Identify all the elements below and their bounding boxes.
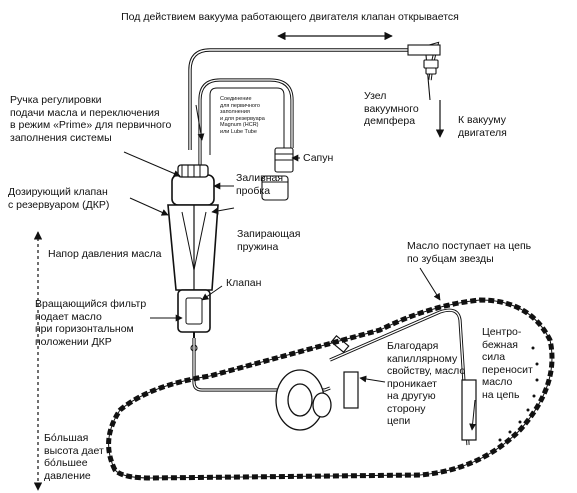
dosing-valve-body	[167, 164, 219, 352]
breather-label: Сапун	[303, 152, 334, 164]
centrifugal-label: Центро- бежная сила переносит масло на ц…	[482, 326, 533, 401]
dosing-valve-label: Дозирующий клапан с резервуаром (ДКР)	[8, 186, 110, 211]
knob-label: Ручка регулировки подачи масла и переклю…	[10, 94, 172, 144]
height-label: Бо́льшая высота дает бо́льшее давление	[44, 432, 104, 482]
reservoir-note: Соединение для первичного заполнения и д…	[220, 96, 265, 135]
vacuum-tube	[188, 41, 441, 150]
filler-cap-label: Заливная пробка	[236, 172, 284, 197]
locking-spring-label: Запирающая пружина	[237, 228, 301, 253]
to-engine-label: К вакууму двигателя	[458, 114, 507, 139]
reservoir-hose	[198, 78, 294, 165]
chain	[106, 297, 555, 481]
pointer-lines	[123, 104, 477, 431]
oil-pressure-label: Напор давления масла	[48, 248, 162, 260]
damper-unit	[423, 59, 439, 75]
damper-label: Узел вакуумного демпфера	[364, 90, 419, 127]
drip-dots	[498, 346, 539, 442]
filler-cap	[261, 175, 289, 201]
breather	[274, 147, 294, 173]
oil-to-chain-label: Масло поступает на цепь по зубцам звезды	[407, 240, 532, 265]
capillary-label: Благодаря капиллярному свойству, масло п…	[387, 340, 466, 427]
sprocket	[275, 369, 332, 431]
header-title: Под действием вакуума работающего двигат…	[121, 11, 459, 23]
oil-line	[192, 308, 470, 446]
valve-label: Клапан	[226, 277, 262, 289]
rotating-filter-label: Вращающийся фильтр подает масло при гори…	[35, 298, 147, 348]
